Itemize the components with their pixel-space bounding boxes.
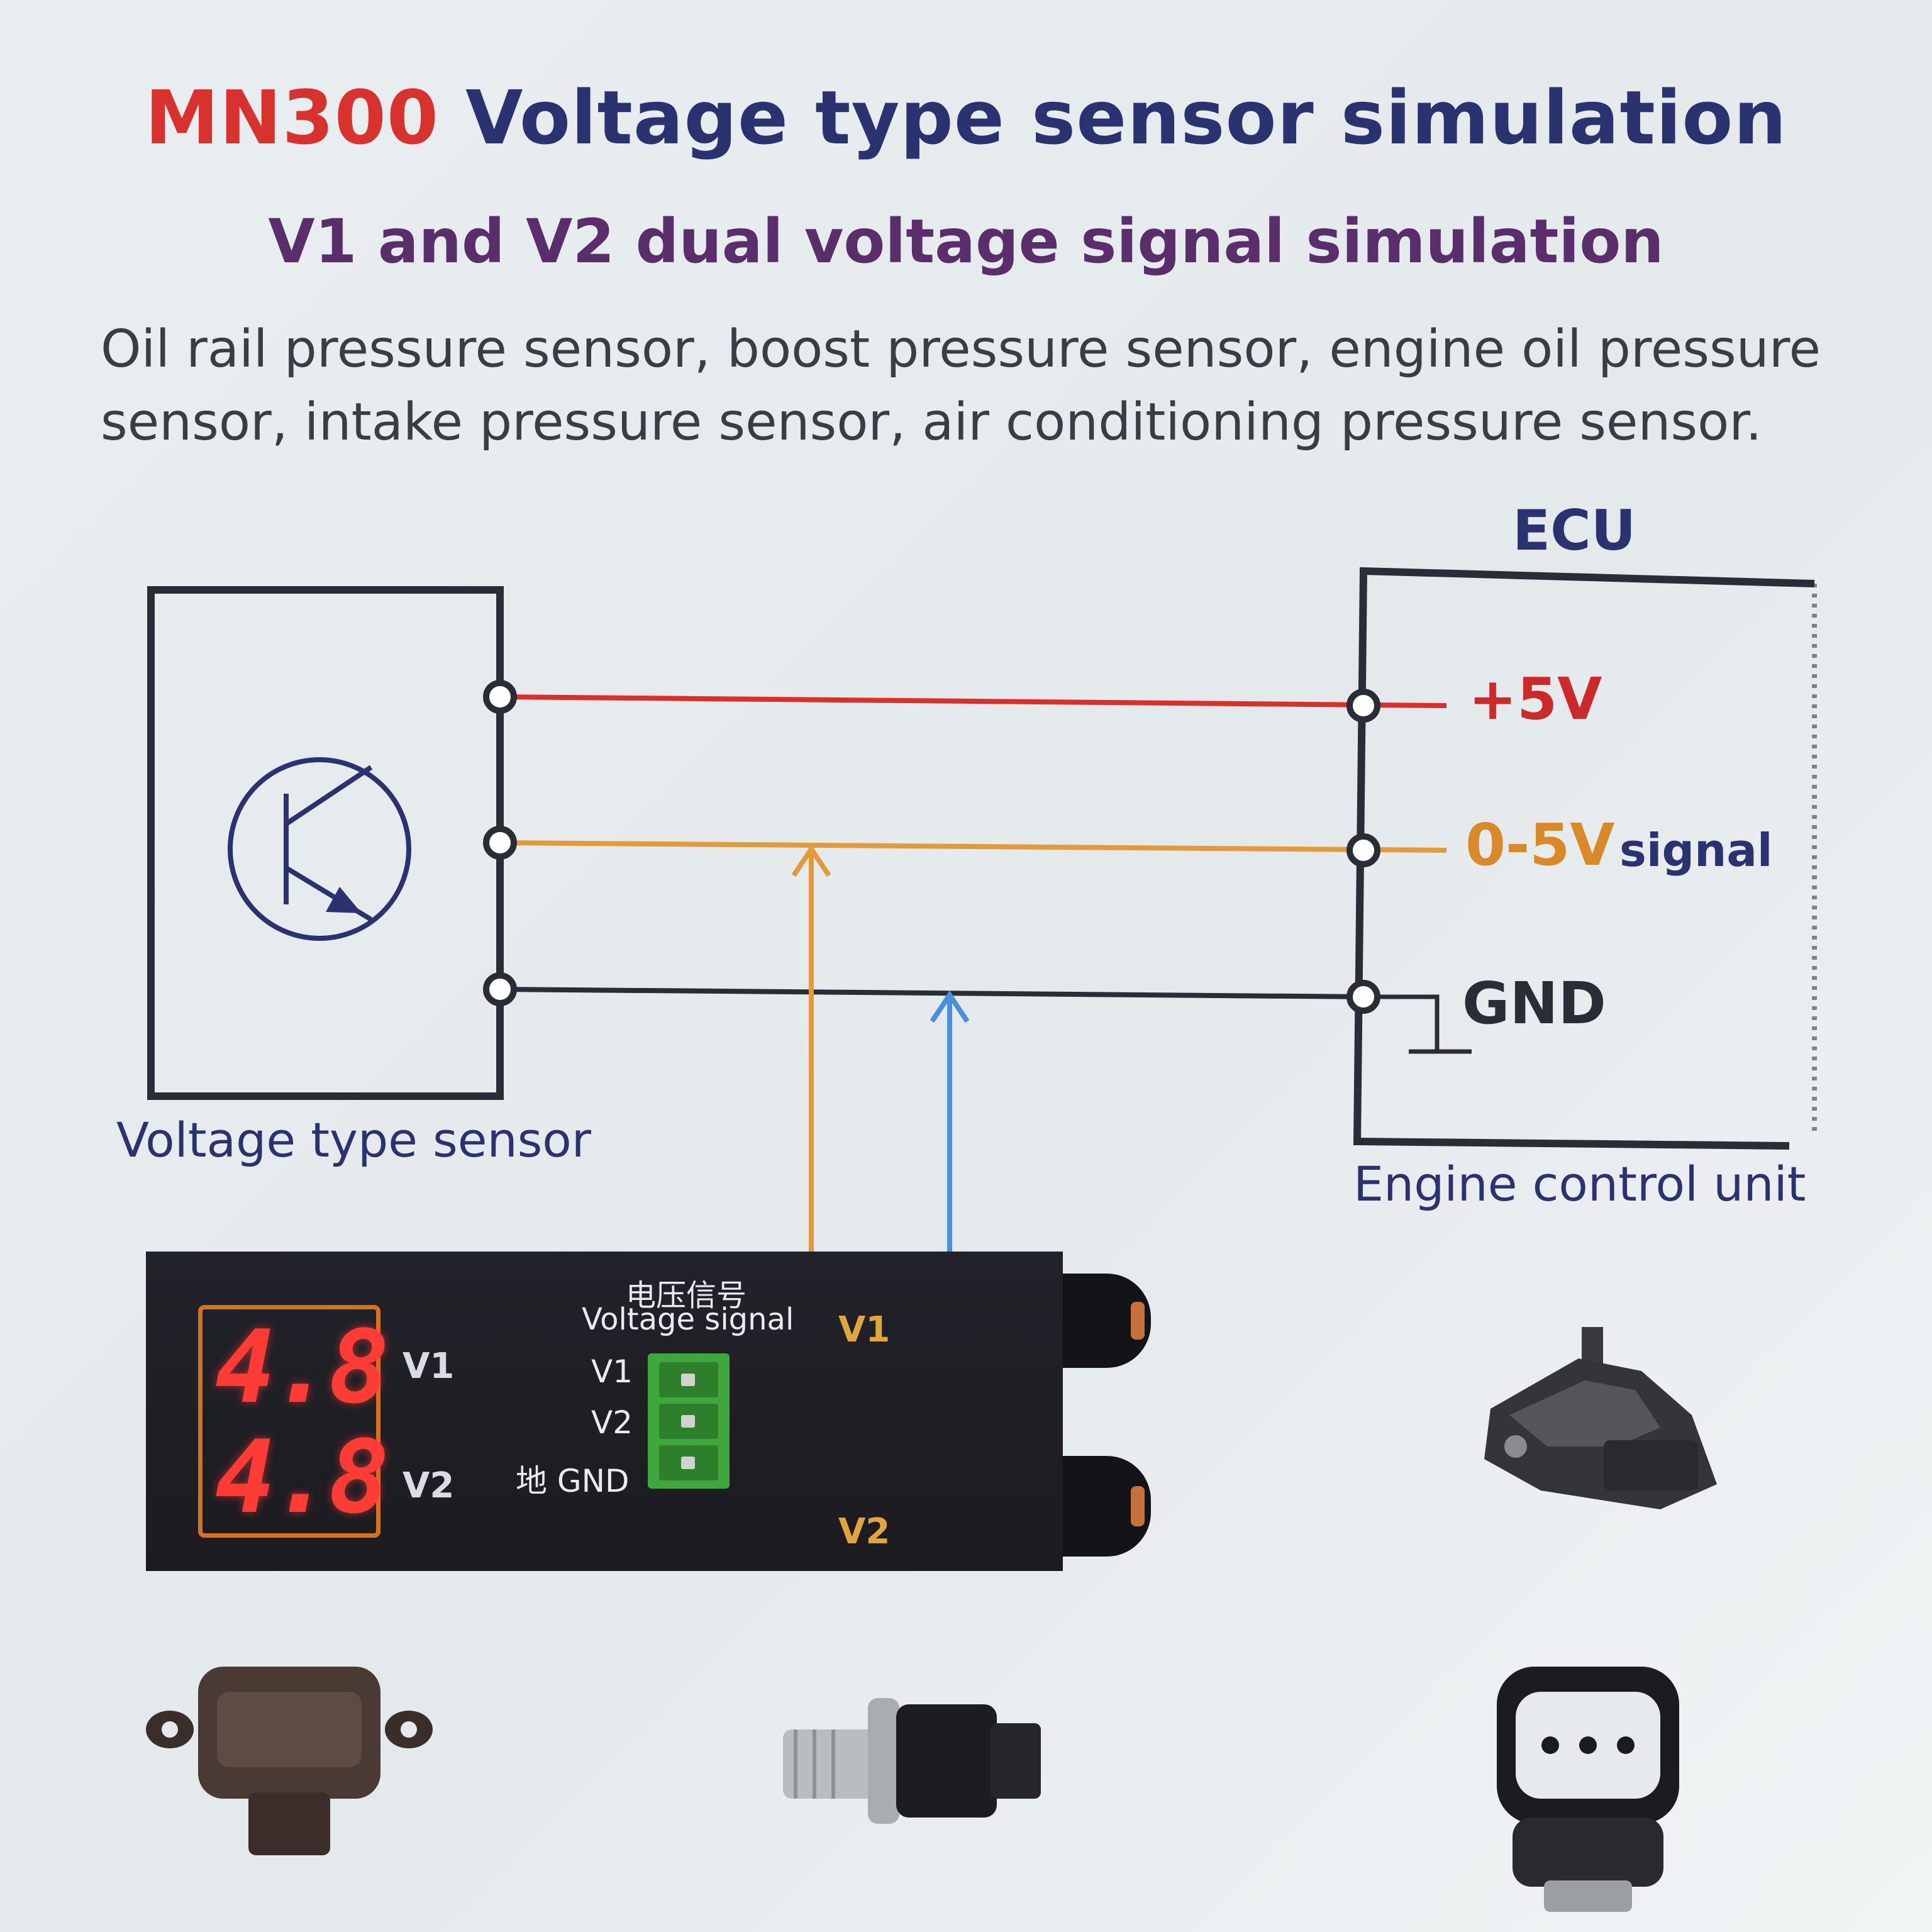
display-label-v1: V1: [402, 1346, 455, 1387]
output-label-v1: V1: [838, 1309, 891, 1350]
arrow-up-icon: [930, 990, 970, 1023]
terminal-title-cn: 电压信号: [626, 1278, 747, 1313]
title-text: Voltage type sensor simulation: [439, 74, 1787, 161]
wire-plus5v: [499, 694, 1447, 708]
sensor-box: [147, 586, 504, 1100]
pin-label-5v: +5V: [1468, 665, 1602, 733]
rail-pressure-sensor-image: [1497, 1667, 1679, 1912]
throttle-position-sensor-image: [146, 1667, 433, 1855]
display-label-v2: V2: [402, 1465, 455, 1506]
voltage-display: [198, 1305, 380, 1538]
model-name: MN300: [145, 74, 439, 161]
terminal-title-en: Voltage signal: [582, 1302, 794, 1337]
oil-pressure-sensor-image: [783, 1698, 1041, 1824]
terminal-slot-v2[interactable]: [659, 1404, 718, 1439]
pin-label-signal: 0-5V: [1465, 811, 1615, 879]
terminal-block[interactable]: [648, 1353, 730, 1489]
v2-knob[interactable]: [1063, 1456, 1151, 1557]
wire-gnd: [499, 987, 1364, 999]
transistor-symbol-icon: [228, 757, 411, 941]
terminal-slot-gnd[interactable]: [659, 1445, 718, 1480]
ground-symbol-icon: [1363, 994, 1472, 1054]
v1-knob[interactable]: [1063, 1274, 1151, 1368]
terminal-slot-v1[interactable]: [659, 1362, 718, 1397]
pin-label-signal-word: signal: [1619, 824, 1773, 877]
page-title: MN300 Voltage type sensor simulation: [0, 74, 1932, 161]
ecu-caption: Engine control unit: [1353, 1156, 1806, 1212]
pin-terminals: [483, 680, 1380, 1014]
map-sensor-image: [1484, 1327, 1717, 1509]
mn300-device: [146, 1252, 1063, 1571]
sensor-caption: Voltage type sensor: [116, 1112, 592, 1168]
output-label-v2: V2: [838, 1511, 891, 1552]
display-v2-readout: 4.8: [215, 1418, 389, 1536]
arrow-up-icon: [791, 844, 831, 877]
terminal-label-v2: V2: [591, 1404, 633, 1441]
subtitle: V1 and V2 dual voltage signal simulation: [268, 206, 1664, 277]
pin-label-gnd: GND: [1462, 970, 1606, 1037]
wire-signal: [499, 840, 1447, 853]
terminal-label-gnd: 地 GND: [516, 1463, 630, 1499]
terminal-label-v1: V1: [591, 1353, 633, 1390]
display-v1-readout: 4.8: [215, 1308, 389, 1426]
ecu-title: ECU: [1513, 498, 1636, 563]
sensor-list-description: Oil rail pressure sensor, boost pressure…: [101, 319, 1821, 452]
